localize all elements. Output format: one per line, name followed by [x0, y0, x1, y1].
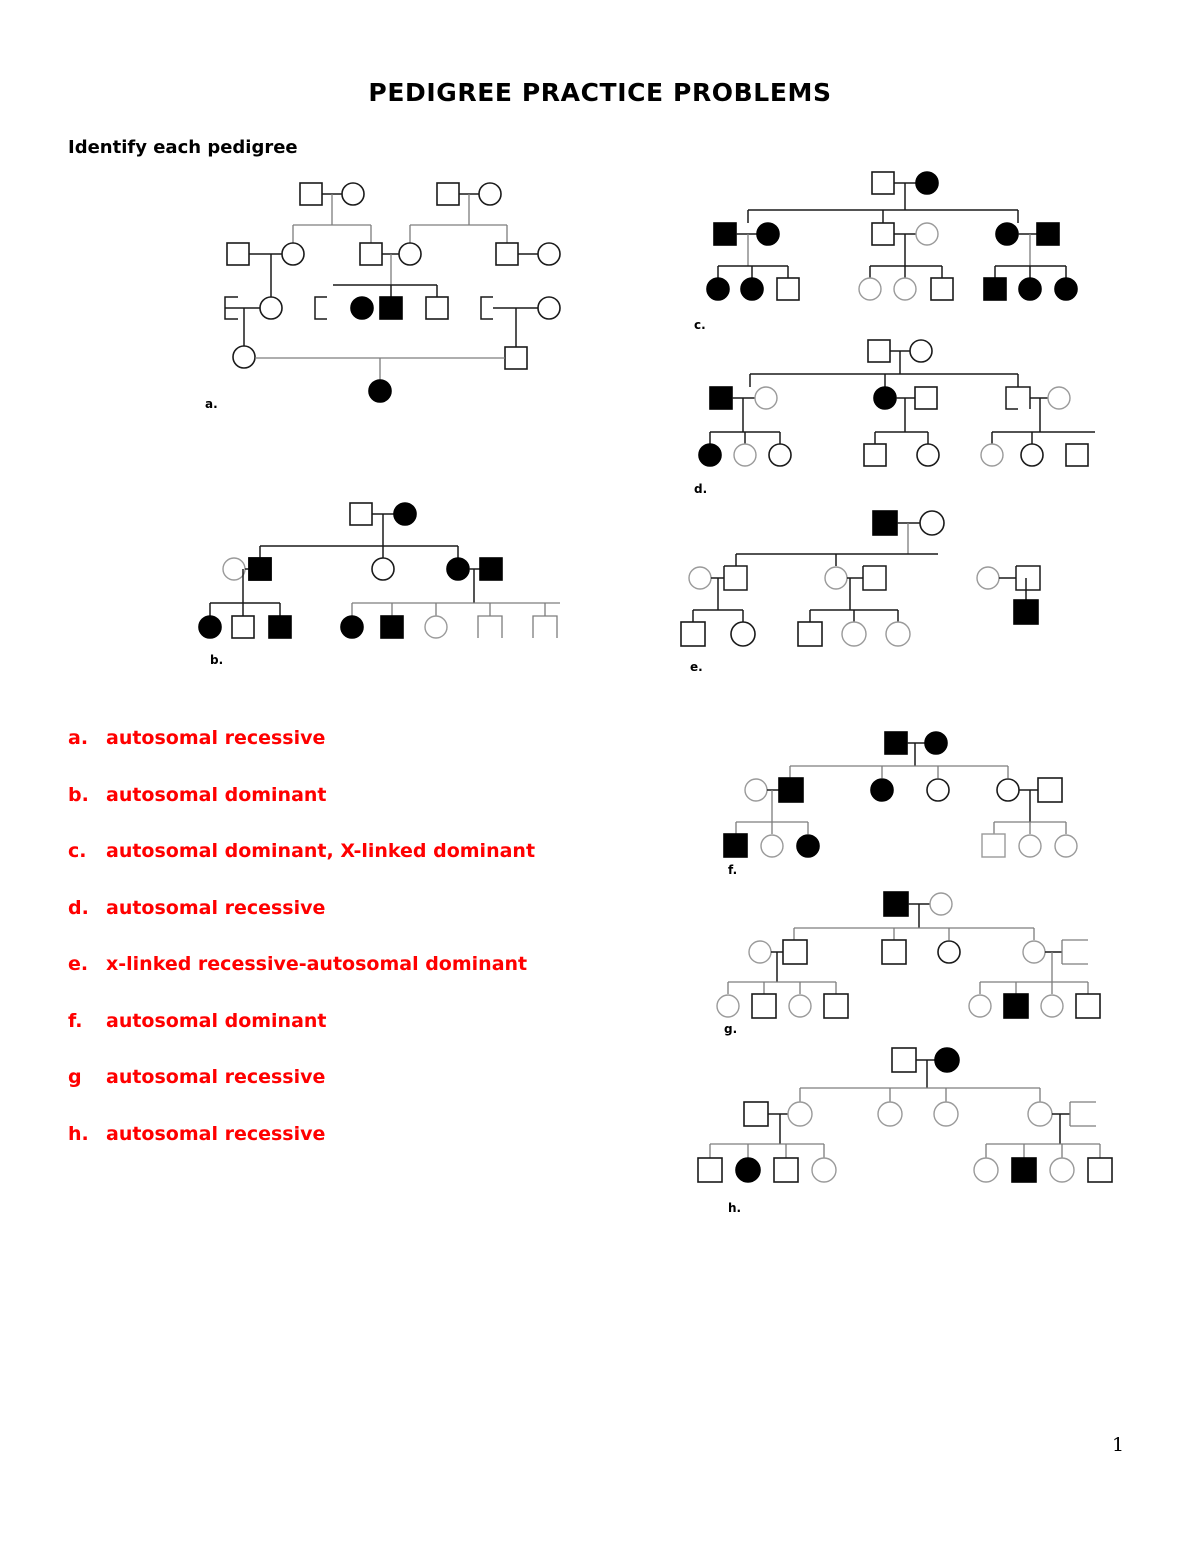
- page-number: 1: [1112, 1434, 1125, 1456]
- answer-text-f: autosomal dominant: [106, 1009, 327, 1032]
- answer-key-h: h.: [68, 1122, 89, 1145]
- answer-text-e: x-linked recessive-autosomal dominant: [106, 953, 528, 975]
- pedigree-c: c.: [694, 168, 1100, 332]
- answer-list: a. autosomal recessive b. autosomal domi…: [68, 727, 588, 1179]
- pedigree-d: d.: [694, 339, 1110, 496]
- instruction-text: Identify each pedigree: [68, 137, 298, 158]
- answer-key-d: d.: [68, 896, 89, 919]
- page-title: PEDIGREE PRACTICE PROBLEMS: [368, 78, 832, 107]
- answer-item-e: e. x-linked recessive-autosomal dominant: [68, 953, 588, 1010]
- answer-text-a: autosomal recessive: [106, 727, 326, 749]
- pedigree-f-label: f.: [728, 863, 738, 877]
- pedigree-a-label: a.: [205, 397, 218, 411]
- answer-key-f: f.: [68, 1009, 83, 1032]
- pedigree-c-label: c.: [694, 318, 706, 332]
- answer-text-h: autosomal recessive: [106, 1122, 326, 1145]
- answer-key-c: c.: [68, 840, 87, 862]
- answer-item-a: a. autosomal recessive: [68, 727, 588, 784]
- answer-item-d: d. autosomal recessive: [68, 897, 588, 954]
- answer-key-g: g: [68, 1066, 82, 1088]
- pedigree-a: a.: [205, 175, 575, 411]
- pedigree-b-label: b.: [210, 653, 224, 667]
- answer-key-e: e.: [68, 953, 89, 975]
- answer-item-c: c. autosomal dominant, X-linked dominant: [68, 840, 588, 897]
- answer-key-b: b.: [68, 783, 89, 806]
- pedigree-g: g.: [716, 890, 1122, 1036]
- answer-text-d: autosomal recessive: [106, 896, 326, 919]
- pedigree-h: h.: [697, 1046, 1120, 1215]
- pedigree-f: f.: [723, 730, 1120, 877]
- pedigree-d-label: d.: [694, 482, 708, 496]
- pedigree-g-label: g.: [724, 1022, 738, 1036]
- answer-text-g: autosomal recessive: [106, 1066, 326, 1088]
- pedigree-h-label: h.: [728, 1201, 742, 1215]
- pedigree-e: e.: [680, 508, 1128, 674]
- answer-item-f: f. autosomal dominant: [68, 1010, 588, 1067]
- answer-text-b: autosomal dominant: [106, 783, 327, 806]
- answer-text-c: autosomal dominant, X-linked dominant: [106, 840, 536, 862]
- answer-key-a: a.: [68, 727, 89, 749]
- answer-item-b: b. autosomal dominant: [68, 784, 588, 841]
- pedigree-e-label: e.: [690, 660, 703, 674]
- answer-item-g: g autosomal recessive: [68, 1066, 588, 1123]
- pedigree-b: b.: [198, 498, 585, 667]
- answer-item-h: h. autosomal recessive: [68, 1123, 588, 1180]
